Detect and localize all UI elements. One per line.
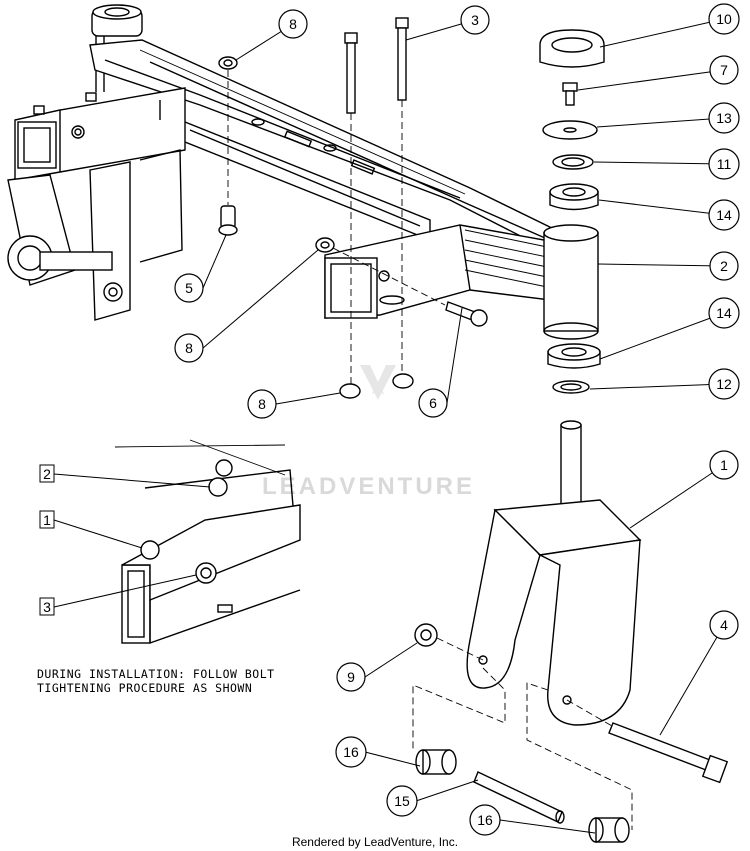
bolt-5 (218, 205, 238, 236)
inset-step-3: 3 (39, 597, 55, 616)
svg-text:8: 8 (185, 340, 193, 356)
svg-text:7: 7 (720, 62, 728, 78)
spacer-16-left (415, 749, 457, 775)
callout-8-top: 8 (278, 9, 308, 39)
watermark-text: LEADVENTURE (262, 473, 475, 500)
svg-text:8: 8 (289, 16, 297, 32)
svg-text:8: 8 (258, 396, 266, 412)
callout-8-bottom: 8 (247, 389, 277, 419)
inset-bolt-detail: 2 1 3 DURING INSTALLATION: FOLLOW BOLT T… (37, 439, 301, 695)
svg-text:2: 2 (720, 258, 728, 274)
watermark: LEADVENTURE (262, 365, 475, 500)
footer-credit: Rendered by LeadVenture, Inc. (292, 835, 458, 849)
callout-16-right: 16 (469, 804, 501, 836)
svg-text:16: 16 (477, 812, 493, 828)
svg-text:1: 1 (720, 457, 728, 473)
callout-16-left: 16 (335, 736, 367, 768)
front-axle-frame (7, 4, 562, 321)
washer-8-middle (315, 237, 335, 253)
svg-text:3: 3 (43, 599, 51, 615)
svg-text:6: 6 (429, 395, 437, 411)
callout-9: 9 (336, 662, 366, 692)
callout-7: 7 (709, 55, 739, 85)
flange-nuts-bottom (339, 373, 414, 399)
installation-note-line1: DURING INSTALLATION: FOLLOW BOLT (37, 667, 275, 681)
caster-fork (466, 420, 642, 726)
axle-bolt-4 (608, 722, 729, 784)
svg-text:13: 13 (716, 110, 732, 126)
carriage-bolts (344, 17, 409, 114)
callout-6: 6 (418, 388, 448, 418)
callout-13: 13 (708, 102, 740, 134)
callout-15: 15 (386, 785, 418, 817)
callout-14-bottom: 14 (708, 297, 740, 329)
svg-text:12: 12 (716, 376, 732, 392)
svg-text:2: 2 (43, 466, 51, 482)
svg-text:1: 1 (43, 512, 51, 528)
callout-8-middle: 8 (174, 333, 204, 363)
callout-12: 12 (708, 368, 740, 400)
watermark-logo-icon (360, 365, 396, 400)
svg-text:16: 16 (343, 744, 359, 760)
spacer-16-right (588, 817, 630, 843)
flange-nut-top (218, 56, 238, 70)
svg-text:15: 15 (394, 793, 410, 809)
spindle-stack (539, 29, 605, 394)
inset-step-1: 1 (39, 510, 55, 529)
svg-text:11: 11 (717, 156, 732, 172)
callout-2: 2 (709, 251, 739, 281)
callout-14-top: 14 (708, 199, 740, 231)
axle-tube-15 (473, 771, 565, 824)
callout-4: 4 (709, 610, 739, 640)
spindle-tube (543, 224, 599, 340)
svg-text:14: 14 (716, 305, 732, 321)
svg-text:4: 4 (720, 617, 728, 633)
bolt-6 (445, 301, 488, 327)
svg-text:10: 10 (716, 11, 732, 27)
svg-text:3: 3 (471, 12, 479, 28)
callout-11: 11 (708, 148, 740, 180)
callout-3: 3 (460, 5, 490, 35)
callout-5: 5 (174, 273, 204, 303)
callouts: 8 3 10 7 13 11 14 2 14 12 1 4 5 8 8 6 9 … (174, 3, 740, 836)
inset-step-2: 2 (39, 464, 55, 483)
callout-10: 10 (708, 3, 740, 35)
svg-text:5: 5 (185, 280, 193, 296)
svg-text:14: 14 (716, 207, 732, 223)
lock-nut-9 (414, 623, 438, 647)
assembly-lines (227, 70, 633, 830)
callout-1: 1 (709, 450, 739, 480)
svg-text:9: 9 (347, 669, 355, 685)
installation-note-line2: TIGHTENING PROCEDURE AS SHOWN (37, 681, 252, 695)
